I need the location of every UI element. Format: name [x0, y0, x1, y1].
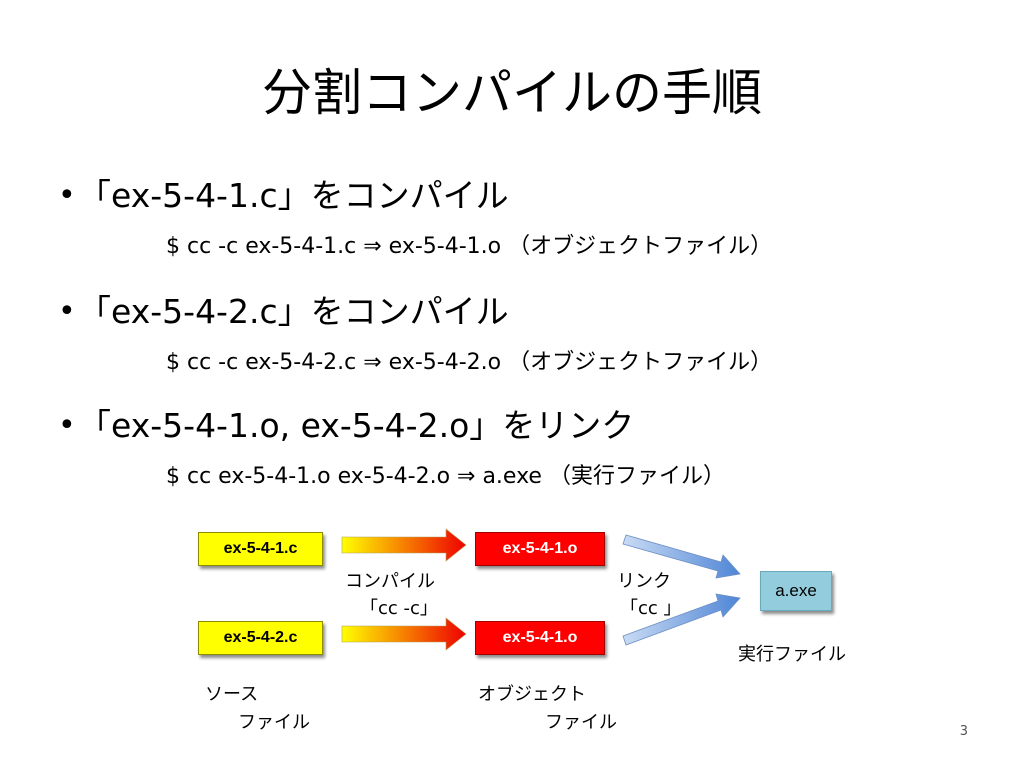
bullet-dot: • — [58, 408, 76, 443]
bullet-item-1: • 「ex-5-4-1.c」をコンパイル — [58, 174, 509, 218]
slide-title: 分割コンパイルの手順 — [262, 64, 762, 122]
source-file-2-box: ex-5-4-2.c — [198, 621, 323, 655]
bullet-item-2: • 「ex-5-4-2.c」をコンパイル — [58, 290, 509, 334]
bullet-text: 「ex-5-4-1.c」をコンパイル — [78, 176, 509, 215]
bullet-text: 「ex-5-4-2.c」をコンパイル — [78, 292, 509, 331]
executable-box: a.exe — [760, 571, 832, 611]
command-line-2: $ cc -c ex-5-4-2.c ⇒ ex-5-4-2.o （オブジェクトフ… — [166, 350, 773, 375]
link-arrow-1 — [622, 534, 741, 579]
object-caption-line2: ファイル — [545, 712, 617, 733]
bullet-dot: • — [58, 178, 76, 213]
bullet-item-3: • 「ex-5-4-1.o, ex-5-4-2.o」をリンク — [58, 404, 635, 448]
object-file-2-box: ex-5-4-1.o — [475, 621, 605, 655]
link-command-label: 「cc 」 — [620, 598, 682, 619]
command-line-1: $ cc -c ex-5-4-1.c ⇒ ex-5-4-1.o （オブジェクトフ… — [166, 234, 773, 259]
source-caption-line2: ファイル — [238, 712, 310, 733]
compile-arrow-1 — [341, 528, 467, 562]
page-number: 3 — [959, 724, 968, 739]
executable-caption: 実行ファイル — [738, 644, 846, 665]
compile-command-label: 「cc -c」 — [360, 598, 438, 619]
source-caption-line1: ソース — [205, 684, 259, 705]
object-caption-line1: オブジェクト — [478, 684, 586, 705]
compile-arrow-2 — [341, 617, 467, 651]
object-file-1-box: ex-5-4-1.o — [475, 532, 605, 566]
bullet-dot: • — [58, 294, 76, 329]
link-label: リンク — [617, 571, 671, 592]
link-arrow-2 — [622, 593, 741, 646]
source-file-1-box: ex-5-4-1.c — [198, 532, 323, 566]
command-line-3: $ cc ex-5-4-1.o ex-5-4-2.o ⇒ a.exe （実行ファ… — [166, 464, 725, 489]
bullet-text: 「ex-5-4-1.o, ex-5-4-2.o」をリンク — [78, 406, 635, 445]
compile-label: コンパイル — [345, 571, 435, 592]
